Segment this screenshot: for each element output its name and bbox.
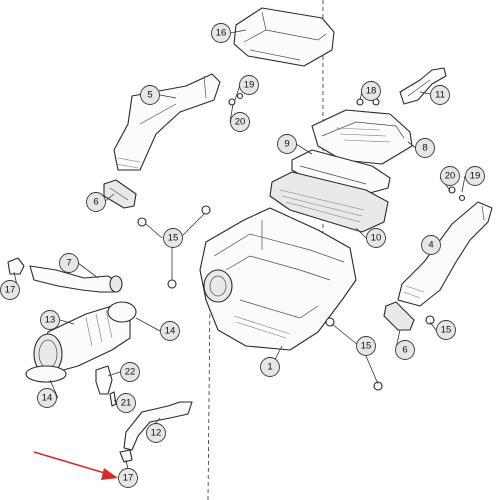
callout-5: 5 bbox=[140, 85, 160, 105]
callout-17-left: 17 bbox=[0, 280, 20, 300]
callout-11: 11 bbox=[430, 85, 450, 105]
part-5-intake-duct bbox=[113, 73, 221, 171]
callout-7: 7 bbox=[59, 253, 79, 273]
part-19-20-fasteners bbox=[228, 92, 466, 202]
callout-22: 22 bbox=[120, 362, 140, 382]
svg-text:14: 14 bbox=[165, 326, 176, 337]
part-14-clamp-lower bbox=[25, 365, 67, 383]
part-17-clip-bottom bbox=[119, 449, 133, 463]
callout-16: 16 bbox=[211, 23, 231, 43]
svg-text:22: 22 bbox=[125, 367, 136, 378]
svg-text:9: 9 bbox=[284, 139, 289, 150]
svg-text:19: 19 bbox=[244, 80, 255, 91]
callout-17-bottom: 17 bbox=[118, 468, 138, 488]
svg-text:10: 10 bbox=[371, 233, 382, 244]
assembly-axis-line-lower bbox=[207, 299, 211, 500]
callout-14-upper: 14 bbox=[160, 321, 180, 341]
svg-text:20: 20 bbox=[445, 171, 456, 182]
part-4-intake-duct-right bbox=[397, 201, 493, 307]
svg-text:19: 19 bbox=[470, 171, 481, 182]
svg-text:8: 8 bbox=[422, 143, 427, 154]
part-18-screws bbox=[356, 98, 380, 106]
callout-4: 4 bbox=[421, 235, 441, 255]
callout-6-left: 6 bbox=[86, 192, 106, 212]
callout-18: 18 bbox=[361, 81, 381, 101]
callout-9: 9 bbox=[277, 134, 297, 154]
part-16-cover bbox=[233, 7, 335, 67]
callout-15-lower: 15 bbox=[356, 336, 376, 356]
callout-10: 10 bbox=[366, 228, 386, 248]
callouts: 16 19 20 18 5 11 9 8 20 19 6 15 10 4 7 1… bbox=[0, 23, 485, 488]
svg-text:17: 17 bbox=[5, 285, 16, 296]
callout-20-right: 20 bbox=[440, 166, 460, 186]
svg-text:15: 15 bbox=[168, 233, 179, 244]
svg-text:17: 17 bbox=[123, 473, 134, 484]
part-12-drain-hose bbox=[123, 401, 193, 451]
part-1-airbox-housing bbox=[199, 207, 357, 351]
part-13-intake-boot bbox=[33, 305, 131, 375]
svg-text:4: 4 bbox=[428, 240, 433, 251]
callout-8: 8 bbox=[415, 138, 435, 158]
svg-text:16: 16 bbox=[216, 28, 227, 39]
callout-19: 19 bbox=[239, 75, 259, 95]
svg-text:12: 12 bbox=[151, 428, 162, 439]
leader-lines bbox=[13, 29, 466, 470]
svg-text:13: 13 bbox=[45, 315, 56, 326]
svg-text:6: 6 bbox=[93, 197, 98, 208]
svg-text:15: 15 bbox=[441, 325, 452, 336]
callout-12: 12 bbox=[146, 423, 166, 443]
part-22-sensor bbox=[95, 365, 113, 395]
callout-20: 20 bbox=[230, 112, 250, 132]
callout-13: 13 bbox=[40, 310, 60, 330]
svg-text:20: 20 bbox=[235, 117, 246, 128]
callout-14-lower: 14 bbox=[37, 388, 57, 408]
part-7-hose bbox=[29, 265, 123, 293]
svg-text:18: 18 bbox=[366, 86, 377, 97]
svg-text:5: 5 bbox=[147, 90, 152, 101]
svg-text:7: 7 bbox=[66, 258, 71, 269]
part-11-bracket bbox=[399, 67, 447, 105]
part-6-gasket-right bbox=[383, 301, 415, 331]
part-17-clip-left bbox=[7, 257, 25, 275]
svg-text:11: 11 bbox=[435, 90, 445, 101]
callout-1: 1 bbox=[260, 357, 280, 377]
svg-text:15: 15 bbox=[361, 341, 372, 352]
svg-text:6: 6 bbox=[402, 345, 407, 356]
part-6-gasket-left bbox=[103, 179, 137, 209]
part-14-clamp-upper bbox=[107, 301, 137, 323]
callout-15-right: 15 bbox=[436, 320, 456, 340]
highlight-arrow bbox=[33, 451, 118, 480]
callout-19-right: 19 bbox=[465, 166, 485, 186]
callout-6-right: 6 bbox=[395, 340, 415, 360]
svg-text:14: 14 bbox=[42, 393, 53, 404]
callout-21: 21 bbox=[116, 393, 136, 413]
part-8-airbox-lid bbox=[311, 109, 413, 165]
part-10-air-filter bbox=[269, 171, 389, 233]
svg-text:21: 21 bbox=[121, 398, 132, 409]
callout-15-upper: 15 bbox=[163, 228, 183, 248]
part-21-screw bbox=[109, 391, 117, 407]
svg-text:1: 1 bbox=[267, 362, 272, 373]
